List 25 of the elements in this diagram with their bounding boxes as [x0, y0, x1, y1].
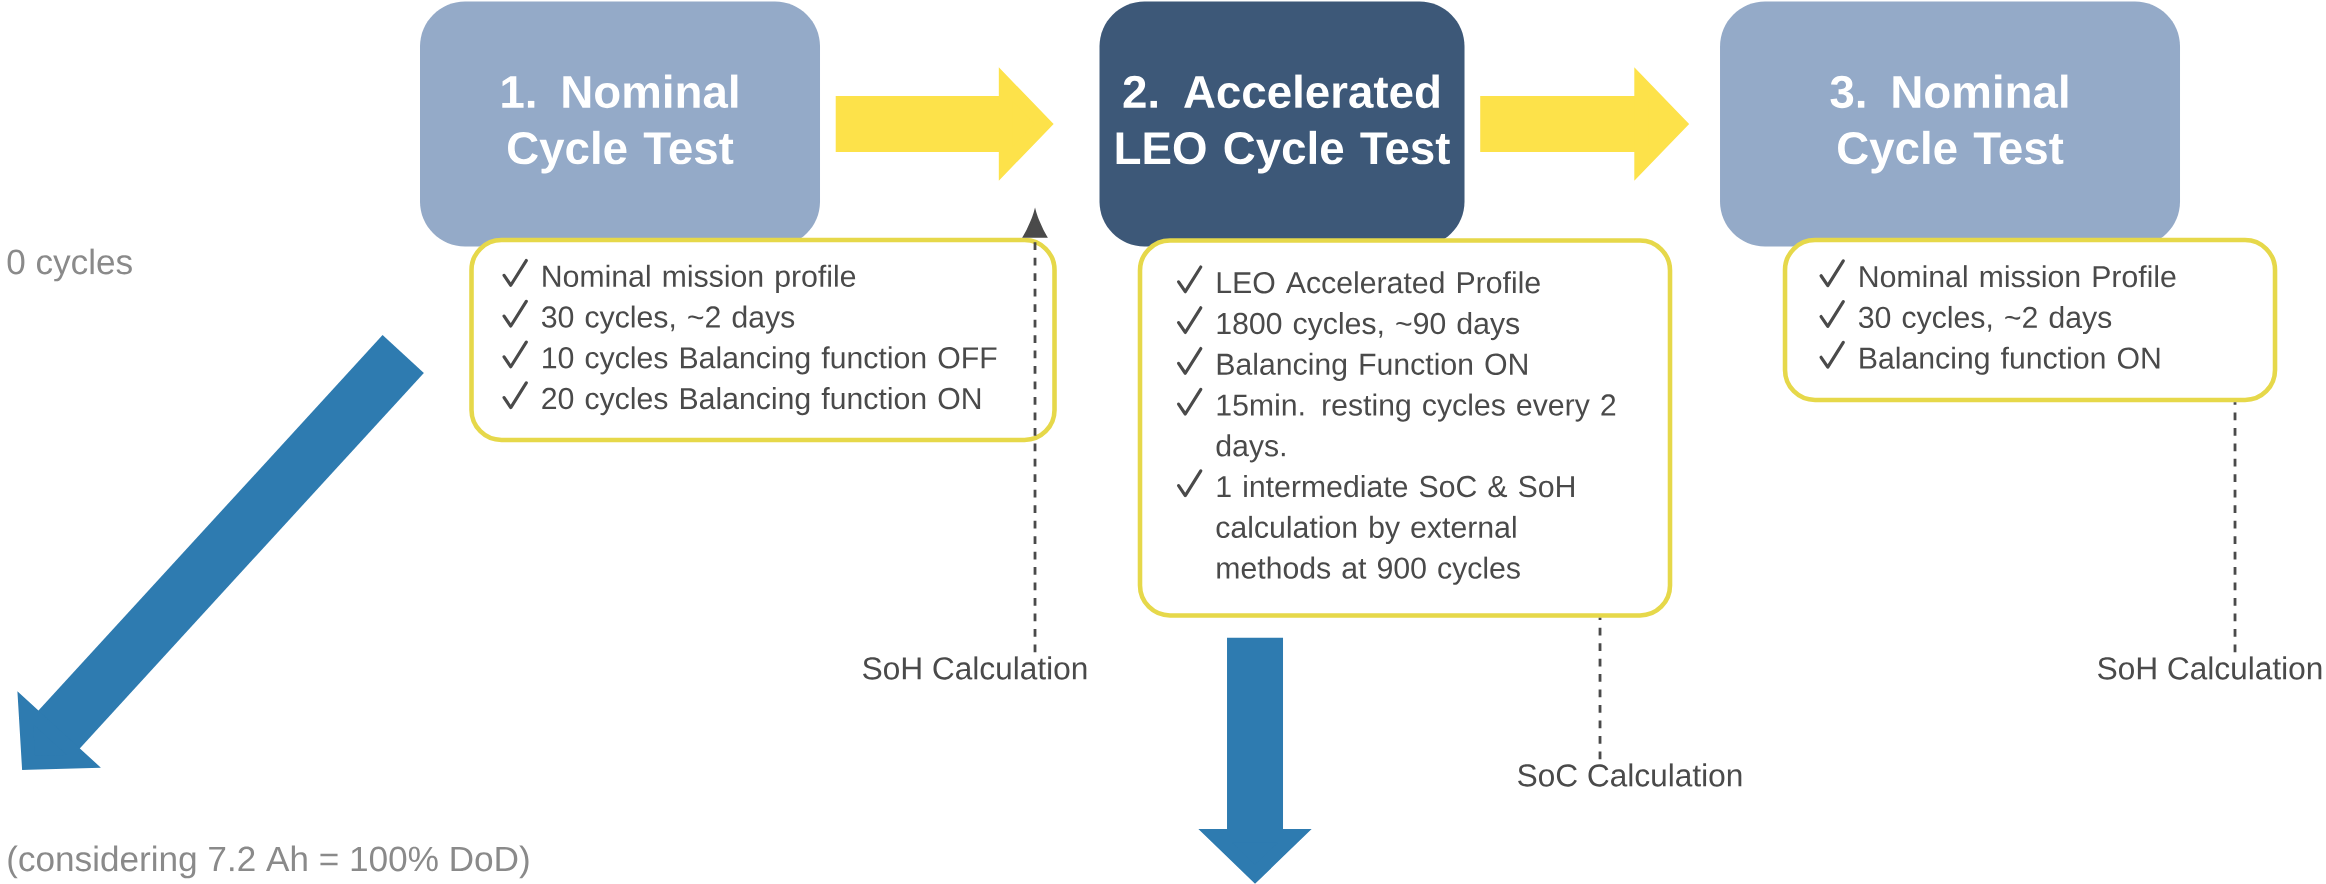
- note-text: 0 cycles: [7, 248, 132, 282]
- checklist-box: [1137, 238, 1673, 618]
- note-text: (considering 7.2 Ah = 100% DoD): [8, 845, 529, 879]
- checklist-item: Balancing Function ON: [1217, 352, 1527, 381]
- calculation-label: SoC Calculation: [1518, 763, 1742, 787]
- step-box: 1. Nominal Cycle Test: [420, 1, 820, 247]
- checklist-item: Nominal mission profile: [543, 264, 856, 293]
- checklist-box: [1782, 237, 2278, 403]
- dashed-line: [1598, 617, 1602, 760]
- checklist-item: 30 cycles, ~2 days: [1858, 305, 2112, 335]
- calculation-label: SoH Calculation: [2098, 656, 2322, 680]
- step-box: 2. Accelerated LEO Cycle Test: [1099, 1, 1465, 247]
- checklist-item: 20 cycles Balancing function ON: [542, 387, 981, 416]
- checklist-box: [469, 237, 1057, 443]
- calculation-label: SoH Calculation: [863, 656, 1087, 680]
- checklist-item: 1800 cycles, ~90 days: [1217, 312, 1520, 341]
- checklist-item: 1 intermediate SoC & SoH calculation by external methods at 900 cycles: [1216, 475, 1574, 585]
- checklist-item: 15min. resting cycles every 2 days.: [1216, 393, 1616, 463]
- checklist-item: LEO Accelerated Profile: [1217, 271, 1540, 294]
- dashed-line: [2233, 402, 2237, 653]
- checklist-item: 10 cycles Balancing function OFF: [543, 346, 997, 375]
- step-box: 3. Nominal Cycle Test: [1720, 1, 2180, 247]
- checklist-item: 30 cycles, ~2 days: [541, 305, 795, 334]
- checklist-item: Balancing function ON: [1860, 346, 2160, 375]
- checklist-item: Nominal mission Profile: [1860, 265, 2176, 288]
